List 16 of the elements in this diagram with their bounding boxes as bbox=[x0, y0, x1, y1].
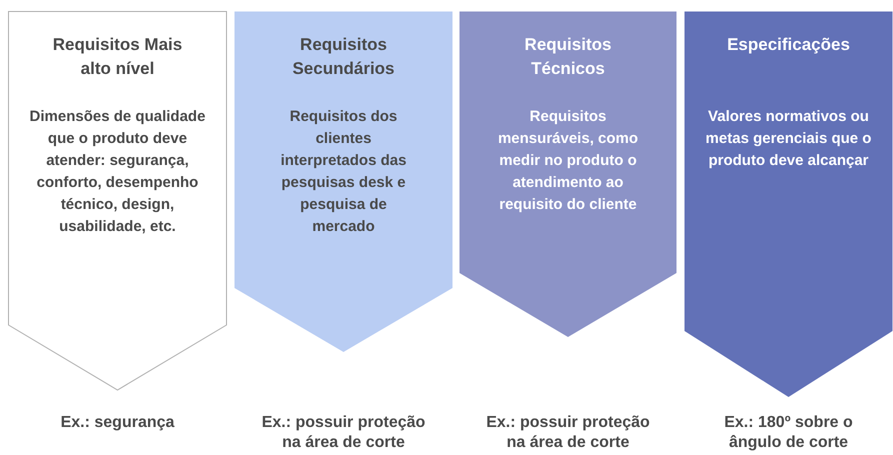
description: Requisitos mensuráveis, como medir no produto o atendimento ao requisito do cliente bbox=[496, 107, 640, 215]
description: Valores normativos ou metas gerenciais que o produto deve alcançar bbox=[704, 107, 872, 171]
description: Dimensões de qualidade que o produto deve atender: segurança, conforto, desempenho técnico, design, usabilidade, etc. bbox=[28, 107, 206, 237]
example-text: Ex.: segurança bbox=[60, 413, 176, 433]
chevron-panel bbox=[8, 11, 227, 391]
example-text: Ex.: possuir proteção na área de corte bbox=[485, 413, 651, 453]
heading: Requisitos Técnicos bbox=[524, 34, 612, 80]
chevron-panel bbox=[684, 11, 893, 398]
heading: Requisitos Mais alto nível bbox=[52, 34, 184, 80]
description: Requisitos dos clientes interpretados das pesquisas desk e pesquisa de mercado bbox=[280, 107, 408, 237]
chevron-panel bbox=[234, 11, 453, 353]
heading: Especificações bbox=[726, 34, 851, 56]
heading: Requisitos Secundários bbox=[291, 34, 396, 80]
example-text: Ex.: 180º sobre o ângulo de corte bbox=[723, 413, 854, 453]
example-text: Ex.: possuir proteção na área de corte bbox=[260, 413, 426, 453]
chevron-panel bbox=[459, 11, 677, 338]
